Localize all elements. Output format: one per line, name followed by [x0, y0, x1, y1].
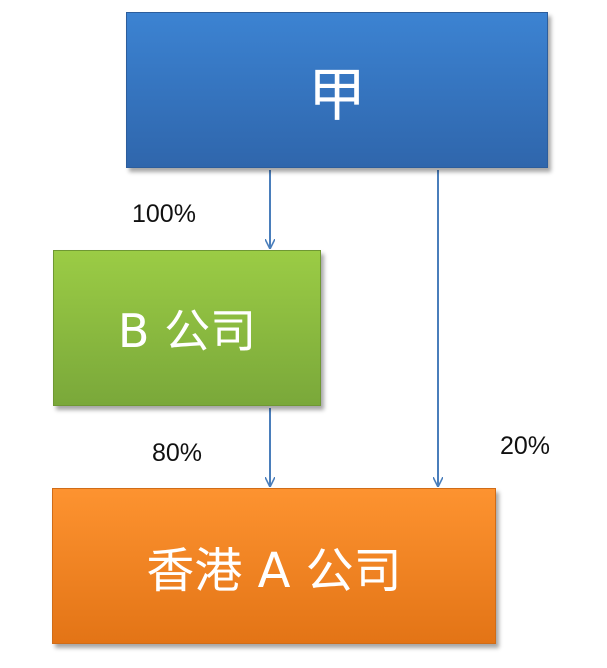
edge-label-jia-to-b: 100% [132, 200, 196, 228]
node-hk-a-company-label: 香港 A 公司 [146, 543, 402, 599]
edge-label-b-to-a: 80% [152, 439, 203, 467]
node-hk-a-company: 香港 A 公司 [52, 488, 496, 644]
edge-label-jia-to-a: 20% [500, 432, 551, 460]
node-jia: 甲 [126, 12, 548, 168]
node-jia-label: 甲 [307, 61, 366, 129]
node-b-company-label: B 公司 [117, 304, 257, 358]
node-b-company: B 公司 [53, 250, 321, 406]
